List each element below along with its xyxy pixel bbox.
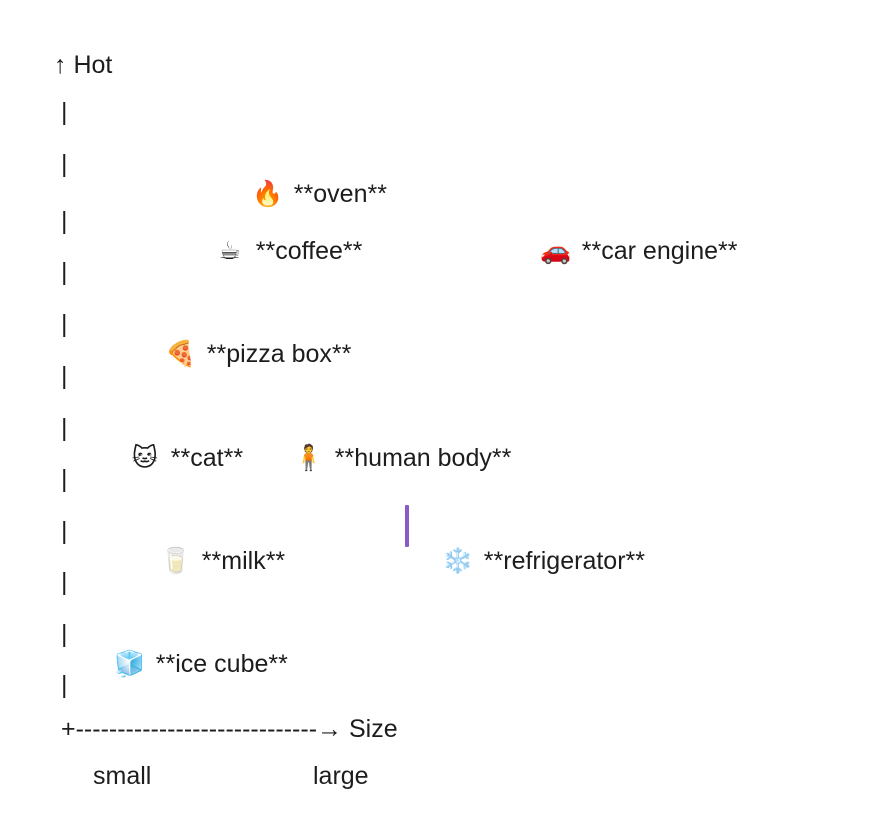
y-axis-tick: |	[61, 517, 68, 545]
y-axis-tick: |	[61, 465, 68, 493]
cat-icon: 🐱	[131, 443, 158, 472]
item-ice-cube: 🧊 **ice cube**	[86, 619, 288, 709]
item-label: **coffee**	[255, 237, 363, 265]
item-oven: 🔥 **oven**	[224, 149, 387, 239]
y-axis-tick: |	[61, 98, 68, 126]
person-icon: 🧍	[293, 443, 325, 472]
y-axis-tick: |	[61, 207, 68, 235]
x-axis-label-small: small	[93, 762, 152, 790]
y-axis-tick: |	[61, 150, 68, 178]
item-label: **human body**	[334, 444, 512, 472]
item-cat: 🐱 **cat**	[101, 413, 243, 503]
coffee-icon: ☕	[218, 236, 241, 265]
item-label: **milk**	[201, 547, 286, 575]
y-axis-tick: |	[61, 258, 68, 286]
milk-icon: 🥛	[160, 546, 192, 575]
item-label: **pizza box**	[206, 340, 352, 368]
y-axis-tick: |	[61, 362, 68, 390]
y-axis-tick: |	[61, 568, 68, 596]
pizza-icon: 🍕	[165, 339, 197, 368]
item-label: **refrigerator**	[483, 547, 645, 575]
y-axis-tick: |	[61, 620, 68, 648]
x-axis-label-large: large	[313, 762, 369, 790]
item-coffee: ☕ **coffee**	[186, 206, 363, 296]
ice-cube-icon: 🧊	[114, 649, 146, 678]
item-pizza-box: 🍕 **pizza box**	[137, 309, 351, 399]
y-axis-tick: |	[61, 310, 68, 338]
snowflake-icon: ❄️	[442, 546, 474, 575]
y-axis-label: ↑ Hot	[54, 51, 113, 79]
refrigerator-marker-bar	[405, 505, 409, 547]
item-label: **cat**	[170, 444, 244, 472]
item-refrigerator: ❄️ **refrigerator**	[414, 516, 645, 606]
car-icon: 🚗	[540, 236, 572, 265]
item-car-engine: 🚗 **car engine**	[512, 206, 737, 296]
item-human-body: 🧍 **human body**	[265, 413, 511, 503]
item-milk: 🥛 **milk**	[132, 516, 285, 606]
x-axis-line: +-----------------------------→ Size	[61, 715, 398, 743]
item-label: **oven**	[293, 180, 387, 208]
fire-icon: 🔥	[252, 179, 284, 208]
item-label: **ice cube**	[155, 650, 288, 678]
item-label: **car engine**	[581, 237, 738, 265]
y-axis-tick: |	[61, 414, 68, 442]
y-axis-tick: |	[61, 671, 68, 699]
